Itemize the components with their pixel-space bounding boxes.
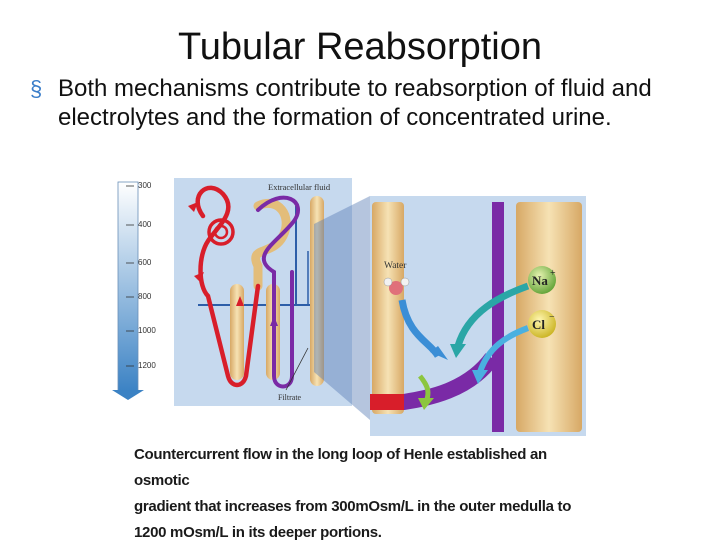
zoom-wedge xyxy=(314,196,370,420)
filtrate-label: Filtrate xyxy=(278,393,302,402)
osmolarity-scale: 300 400 600 800 1000 1200 xyxy=(112,181,156,400)
scale-tick-600: 600 xyxy=(138,258,152,267)
slide-title: Tubular Reabsorption xyxy=(177,26,543,68)
scale-tick-300: 300 xyxy=(138,181,152,190)
extracellular-fluid-label: Extracellular fluid xyxy=(268,182,331,192)
caption-line-3: 1200 mOsm/L in its deeper portions. xyxy=(134,524,382,541)
water-label: Water xyxy=(384,261,407,271)
chloride-charge: − xyxy=(549,312,555,323)
nephron-overview-panel: Extracellular fluid Filtrate xyxy=(174,178,352,406)
zoomed-tubule-panel: Water Na + Cl − xyxy=(370,196,586,436)
scale-tick-1200: 1200 xyxy=(138,361,156,370)
bullet-marker-icon: § xyxy=(30,76,43,101)
scale-tick-1000: 1000 xyxy=(138,326,156,335)
scale-tick-400: 400 xyxy=(138,220,152,229)
chloride-label: Cl xyxy=(532,317,545,332)
sodium-label: Na xyxy=(532,273,548,288)
figure-caption: Countercurrent flow in the long loop of … xyxy=(134,442,574,546)
caption-line-2: gradient that increases from 300mOsm/L i… xyxy=(134,498,572,515)
sodium-charge: + xyxy=(550,268,556,279)
scale-tick-800: 800 xyxy=(138,292,152,301)
nephron-diagram: 300 400 600 800 1000 1200 Extracellular … xyxy=(112,178,586,436)
caption-line-1: Countercurrent flow in the long loop of … xyxy=(134,446,547,489)
bullet-text: Both mechanisms contribute to reabsorpti… xyxy=(58,75,652,131)
